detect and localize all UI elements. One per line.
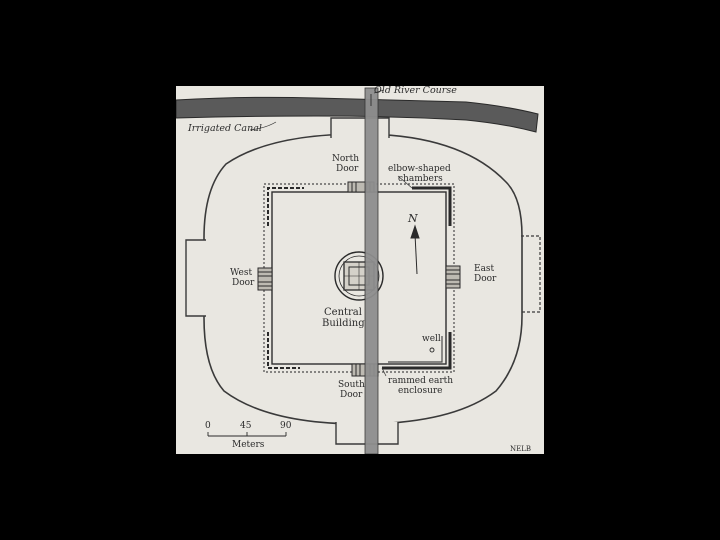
- west-door-gate: [257, 267, 273, 291]
- label-credit: NELB: [510, 445, 532, 453]
- scale-unit: Meters: [232, 440, 265, 450]
- well-marker: [429, 347, 435, 353]
- label-east-door-1: East: [474, 264, 495, 274]
- old-river-course: [364, 87, 379, 454]
- north-arrow-icon: [410, 224, 420, 275]
- label-rammed-earth-2: enclosure: [398, 386, 443, 396]
- label-central-building-1: Central: [324, 307, 362, 318]
- label-north-door-2: Door: [336, 164, 359, 174]
- label-north-arrow: N: [408, 212, 418, 225]
- elbow-chamber-ne: [412, 186, 452, 226]
- east-bastion: [521, 235, 541, 313]
- scale-bar-graphic: [207, 432, 287, 437]
- label-west-door-1: West: [230, 268, 253, 278]
- label-old-river-course: Old River Course: [374, 85, 457, 96]
- label-elbow-chambers-1: elbow-shaped: [388, 164, 451, 174]
- irrigated-canal: [176, 96, 539, 133]
- label-east-door-2: Door: [474, 274, 497, 284]
- label-elbow-chambers-2: chambers: [398, 174, 443, 184]
- scale-tick-45: 45: [240, 421, 252, 431]
- scale-tick-90: 90: [280, 421, 292, 431]
- label-irrigated-canal: Irrigated Canal: [188, 123, 262, 134]
- label-central-building-2: Building: [322, 318, 365, 329]
- east-door-gate: [445, 265, 461, 289]
- label-well: well: [422, 334, 441, 344]
- scale-tick-0: 0: [205, 421, 211, 431]
- site-plan-map: Old River Course Irrigated Canal North D…: [176, 86, 544, 454]
- site-plan-drawing: [176, 87, 541, 454]
- label-south-door-1: South: [338, 380, 365, 390]
- west-bastion: [185, 239, 206, 317]
- elbow-chamber-sw: [267, 332, 300, 369]
- elbow-chamber-nw: [267, 187, 304, 226]
- outer-enclosure: [203, 133, 523, 425]
- label-north-door-1: North: [332, 154, 360, 164]
- elbow-chamber-se: [382, 332, 452, 370]
- label-west-door-2: Door: [232, 278, 255, 288]
- north-bastion: [330, 117, 390, 138]
- label-rammed-earth-1: rammed earth: [388, 376, 454, 386]
- inner-elbow-se: [388, 336, 443, 363]
- label-south-door-2: Door: [340, 390, 363, 400]
